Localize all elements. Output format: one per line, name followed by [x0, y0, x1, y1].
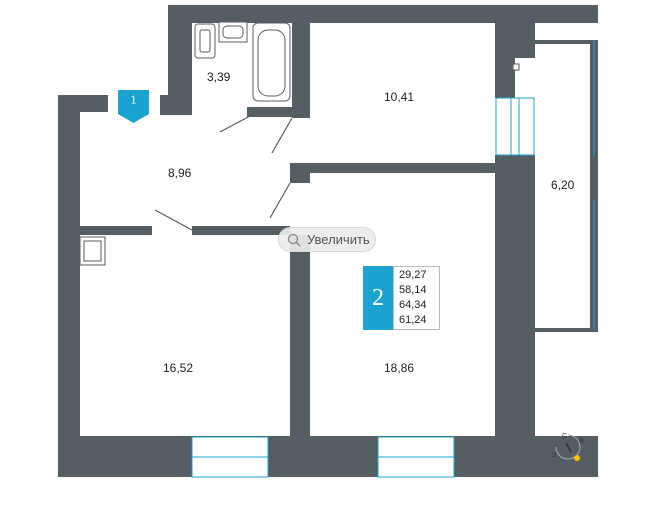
- room-area-hall: 8,96: [168, 166, 192, 180]
- zoom-button-label: Увеличить: [307, 232, 370, 247]
- zoom-icon: [287, 233, 301, 247]
- area-list: 29,27 58,14 64,34 61,24: [393, 266, 440, 330]
- zoom-button[interactable]: Увеличить: [278, 227, 376, 252]
- rooms-count: 2: [363, 266, 393, 330]
- room-area-bath: 3,39: [207, 70, 231, 84]
- compass-east: В: [579, 438, 584, 445]
- room-area-bedroom: 16,52: [163, 361, 194, 375]
- area-value: 64,34: [399, 299, 427, 311]
- compass-icon: С В З: [552, 433, 584, 461]
- room-area-balcony: 6,20: [551, 178, 575, 192]
- area-value: 58,14: [399, 284, 427, 296]
- room-area-kitchen: 10,41: [384, 90, 415, 104]
- area-value: 29,27: [399, 269, 427, 281]
- room-area-living: 18,86: [384, 361, 415, 375]
- entry-marker: [118, 90, 149, 123]
- compass-north: С: [562, 433, 567, 440]
- compass-west: З: [552, 452, 556, 459]
- area-value: 61,24: [399, 314, 427, 326]
- entry-number: 1: [130, 92, 137, 107]
